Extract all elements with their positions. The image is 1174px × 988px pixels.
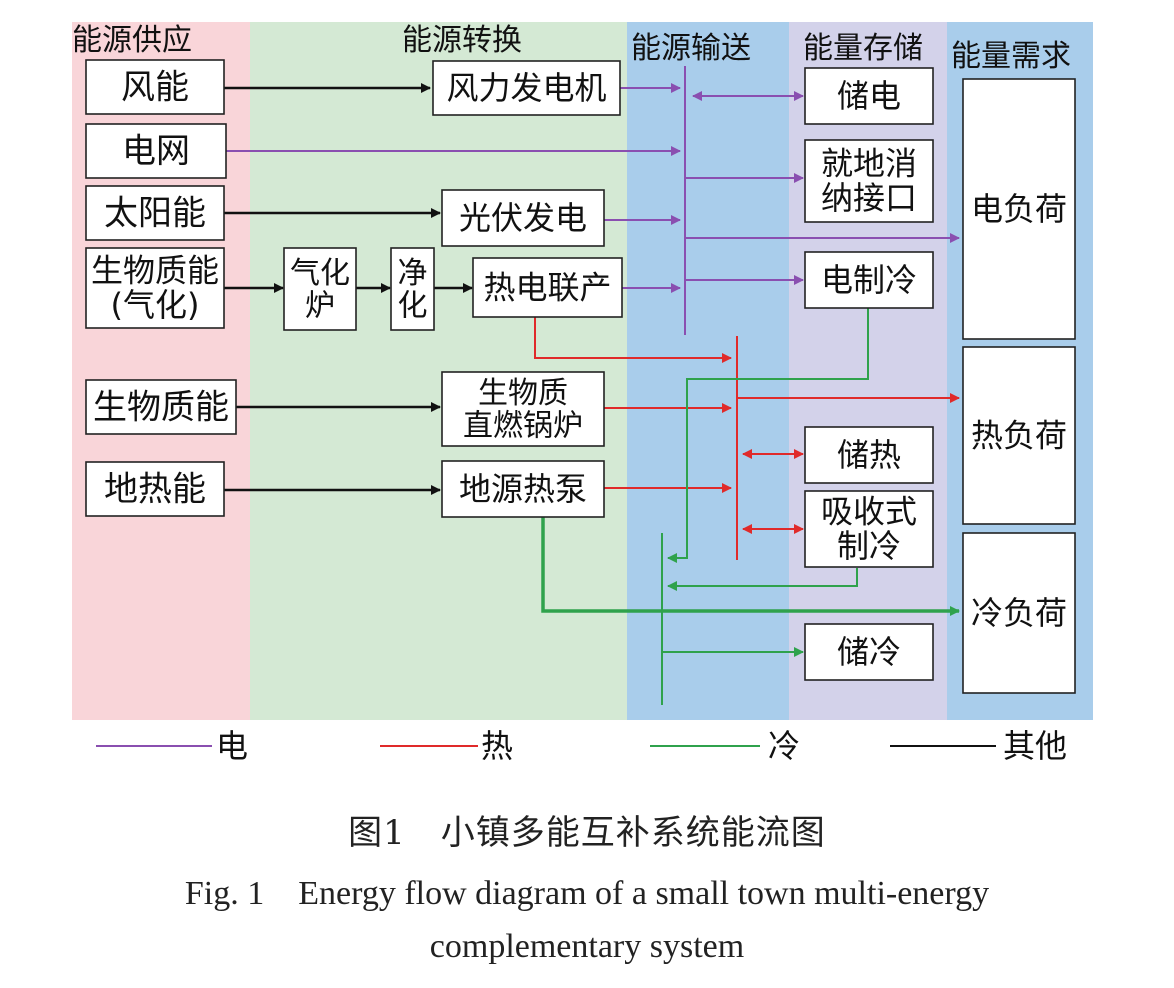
node-label: 热负荷 <box>971 416 1067 454</box>
node-label: 冷负荷 <box>971 594 1067 632</box>
node-label: 风力发电机 <box>446 69 606 107</box>
node-eload: 电负荷 <box>962 78 1076 340</box>
node-purify: 净化 <box>390 247 435 331</box>
node-box <box>85 461 225 517</box>
node-label: 太阳能 <box>104 194 206 234</box>
column-header-convert: 能源转换 <box>402 23 522 58</box>
node-label: 吸收式 <box>821 493 917 531</box>
node-hload: 热负荷 <box>962 346 1076 525</box>
legend-label-heat: 热 <box>481 727 513 765</box>
column-bg-convert <box>250 22 627 720</box>
column-header-storage: 能量存储 <box>803 31 923 66</box>
node-chp: 热电联产 <box>472 257 623 318</box>
node-wind: 风能 <box>85 59 225 115</box>
node-label: 炉 <box>305 288 335 323</box>
figure-caption-chinese: 图1 小镇多能互补系统能流图 <box>348 813 826 853</box>
node-box <box>804 251 934 309</box>
node-gasifier: 气化炉 <box>283 247 357 331</box>
node-label: 地源热泵 <box>459 470 587 508</box>
node-box <box>472 257 623 318</box>
node-label: 电网 <box>122 132 190 172</box>
node-label: 净 <box>398 256 428 291</box>
node-box <box>85 379 237 435</box>
node-solar: 太阳能 <box>85 185 225 241</box>
node-geo: 地热能 <box>85 461 225 517</box>
node-label: (气化) <box>111 286 200 324</box>
node-box <box>441 371 605 447</box>
electricity-flows <box>226 66 960 335</box>
column-header-demand: 能量需求 <box>951 39 1071 74</box>
node-coldstore: 储冷 <box>804 623 934 681</box>
heat-flows <box>534 317 960 560</box>
node-label: 化 <box>398 288 428 323</box>
node-heatstore: 储热 <box>804 426 934 484</box>
node-box <box>962 78 1076 340</box>
node-cload: 冷负荷 <box>962 532 1076 694</box>
cold-flows <box>661 307 869 705</box>
node-box <box>85 59 225 115</box>
node-label: 电负荷 <box>971 190 1067 228</box>
figure-caption-english-line1: Fig. 1 Energy flow diagram of a small to… <box>184 875 990 912</box>
cold-flow-gshp-to-cold-load <box>541 517 960 616</box>
node-elecstore: 储电 <box>804 67 934 125</box>
node-box <box>962 346 1076 525</box>
node-label: 就地消 <box>821 145 917 183</box>
node-windgen: 风力发电机 <box>432 60 621 116</box>
node-box <box>804 426 934 484</box>
node-ecool: 电制冷 <box>804 251 934 309</box>
node-label: 制冷 <box>837 527 901 565</box>
other-flows <box>224 83 473 495</box>
column-header-supply: 能源供应 <box>72 23 192 58</box>
node-label: 气化 <box>290 256 350 291</box>
node-pv: 光伏发电 <box>441 189 605 247</box>
node-box <box>804 139 934 223</box>
node-box <box>441 189 605 247</box>
node-box <box>804 490 934 568</box>
node-box <box>283 247 357 331</box>
figure-caption-english-line2: complementary system <box>429 928 745 965</box>
node-label: 热电联产 <box>483 268 611 306</box>
node-box <box>390 247 435 331</box>
column-bg-transport <box>627 22 789 720</box>
node-label: 生物质 <box>478 376 568 411</box>
node-box <box>441 460 605 518</box>
node-label: 储电 <box>837 77 901 115</box>
node-box <box>804 623 934 681</box>
legend-label-elec: 电 <box>216 727 248 765</box>
node-label: 直燃锅炉 <box>463 408 583 443</box>
column-header-transport: 能源输送 <box>631 31 751 66</box>
node-box <box>85 247 225 329</box>
node-label: 纳接口 <box>821 179 917 217</box>
node-box <box>432 60 621 116</box>
node-box <box>962 532 1076 694</box>
node-label: 电制冷 <box>821 261 917 299</box>
node-box <box>85 123 227 179</box>
node-box <box>804 67 934 125</box>
node-label: 风能 <box>121 68 189 108</box>
node-label: 储热 <box>837 436 901 474</box>
node-bio: 生物质能 <box>85 379 237 435</box>
node-label: 光伏发电 <box>459 199 587 237</box>
node-label: 生物质能 <box>91 252 219 290</box>
node-gshp: 地源热泵 <box>441 460 605 518</box>
node-label: 储冷 <box>837 633 901 671</box>
legend-label-cold: 冷 <box>768 727 800 765</box>
node-grid: 电网 <box>85 123 227 179</box>
node-box <box>85 185 225 241</box>
node-biogas: 生物质能(气化) <box>85 247 225 329</box>
legend-label-other: 其他 <box>1003 727 1067 765</box>
node-label: 地热能 <box>104 470 206 510</box>
node-label: 生物质能 <box>93 388 229 428</box>
